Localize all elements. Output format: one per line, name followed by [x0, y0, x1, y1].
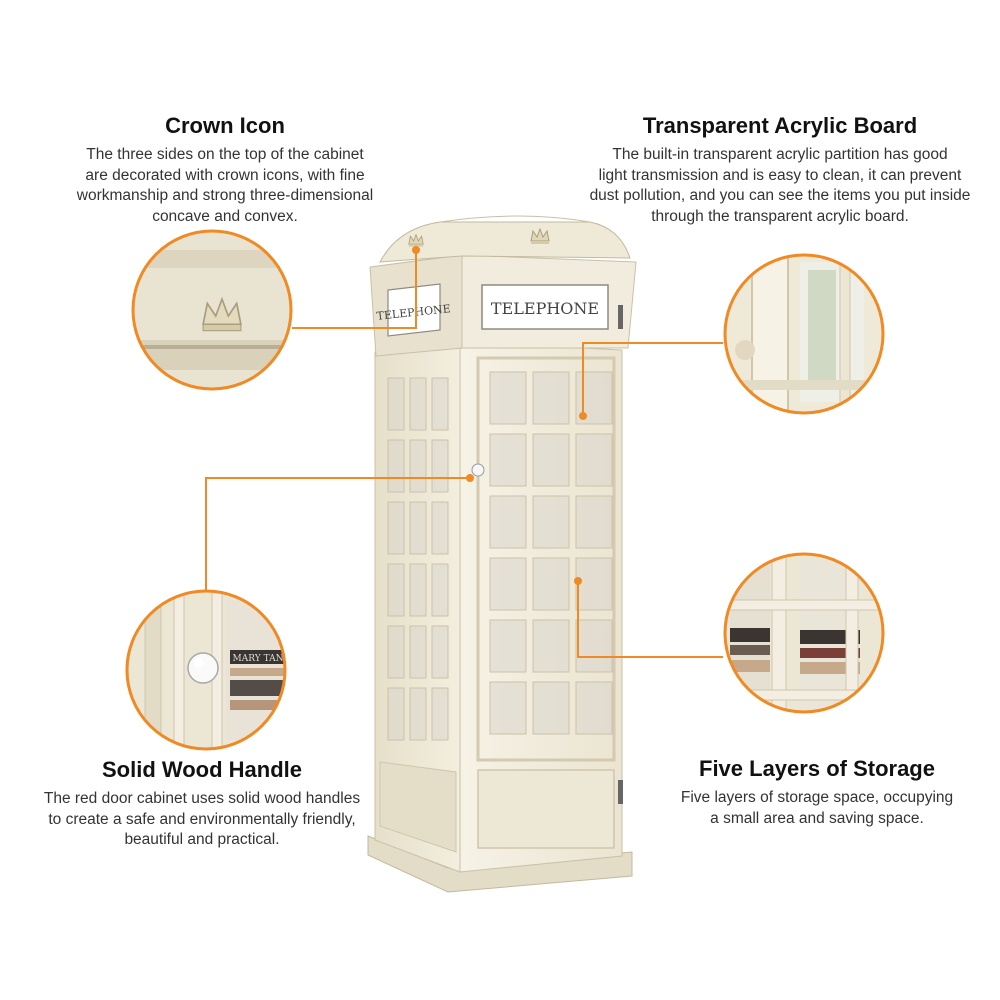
feature-title: Transparent Acrylic Board [642, 113, 918, 138]
feature-five-layers-storage: Five Layers of Storage Five layers of st… [635, 756, 999, 829]
glass-pane [409, 625, 427, 679]
feature-description: The built-in transparent acrylic partiti… [535, 145, 1000, 227]
description-line: a small area and saving space. [710, 809, 924, 827]
callout-line-storage [577, 581, 723, 658]
glass-pane [575, 681, 613, 735]
zoom-circle-acrylic [723, 253, 885, 415]
glass-pane [409, 439, 427, 493]
zoom-circle-storage [723, 552, 885, 714]
glass-pane [489, 371, 527, 425]
callout-dot [412, 246, 420, 254]
callout-dot [579, 412, 587, 420]
description-line: The built-in transparent acrylic partiti… [612, 146, 948, 163]
description-line: beautiful and practical. [124, 831, 280, 848]
glass-pane [431, 501, 449, 555]
glass-pane [387, 563, 405, 617]
crown-icon [530, 227, 550, 244]
callout-line-acrylic [582, 342, 723, 416]
description-line: are decorated with crown icons, with fin… [85, 166, 365, 184]
glass-pane [575, 433, 613, 487]
glass-pane [387, 501, 405, 555]
front-sign: TELEPHONE [491, 299, 599, 318]
callout-line-handle [205, 477, 470, 591]
description-line: concave and convex. [152, 207, 298, 225]
glass-pane [489, 557, 527, 611]
description-line: dust pollution, and you can see the item… [589, 187, 971, 204]
door-knob [471, 463, 485, 477]
glass-pane [532, 371, 570, 425]
book-label: MARY TAN [233, 654, 284, 664]
glass-pane [431, 625, 449, 679]
feature-title: Solid Wood Handle [101, 757, 303, 782]
feature-solid-wood-handle: Solid Wood Handle The red door cabinet u… [0, 757, 404, 851]
description-line: workmanship and strong three-dimensional [76, 187, 374, 204]
description-line: to create a safe and environmentally fri… [48, 810, 356, 828]
telephone-cabinet: TELEPHONE TELEPHONE [367, 215, 637, 893]
callout-dot [466, 474, 474, 482]
glass-pane [532, 557, 570, 611]
glass-pane [575, 495, 613, 549]
glass-pane [431, 377, 449, 431]
description-line: The three sides on the top of the cabine… [86, 146, 364, 163]
glass-pane [387, 625, 405, 679]
glass-pane [431, 563, 449, 617]
glass-pane [575, 619, 613, 673]
description-line: light transmission and is easy to clean,… [598, 166, 962, 184]
description-line: through the transparent acrylic board. [651, 207, 909, 225]
zoom-circle-handle: MARY TAN [125, 589, 287, 751]
zoom-circle-crown [131, 229, 293, 391]
glass-pane [387, 687, 405, 741]
glass-pane [489, 681, 527, 735]
glass-pane [409, 563, 427, 617]
glass-pane [532, 619, 570, 673]
callout-lines [205, 246, 723, 658]
glass-pane [489, 433, 527, 487]
glass-pane [409, 377, 427, 431]
glass-pane [409, 501, 427, 555]
feature-title: Crown Icon [165, 113, 285, 138]
feature-crown-icon: Crown Icon The three sides on the top of… [40, 113, 410, 227]
feature-transparent-acrylic-board: Transparent Acrylic Board The built-in t… [535, 113, 1000, 227]
feature-description: Five layers of storage space, occupying … [635, 788, 999, 829]
glass-pane [489, 495, 527, 549]
description-line: Five layers of storage space, occupying [680, 789, 954, 806]
crown-icon [202, 296, 242, 332]
glass-pane [431, 687, 449, 741]
glass-pane [387, 439, 405, 493]
crown-icon [408, 233, 424, 247]
feature-description: The red door cabinet uses solid wood han… [0, 789, 404, 851]
callout-dot [574, 577, 582, 585]
glass-pane [532, 433, 570, 487]
glass-pane [431, 439, 449, 493]
callout-line-crown [292, 250, 417, 329]
description-line: The red door cabinet uses solid wood han… [43, 790, 361, 807]
glass-pane [532, 681, 570, 735]
glass-pane [409, 687, 427, 741]
glass-pane [489, 619, 527, 673]
glass-pane [575, 557, 613, 611]
feature-description: The three sides on the top of the cabine… [40, 145, 410, 227]
feature-title: Five Layers of Storage [699, 756, 935, 781]
glass-pane [532, 495, 570, 549]
glass-pane [387, 377, 405, 431]
front-glass-panes [489, 371, 613, 735]
